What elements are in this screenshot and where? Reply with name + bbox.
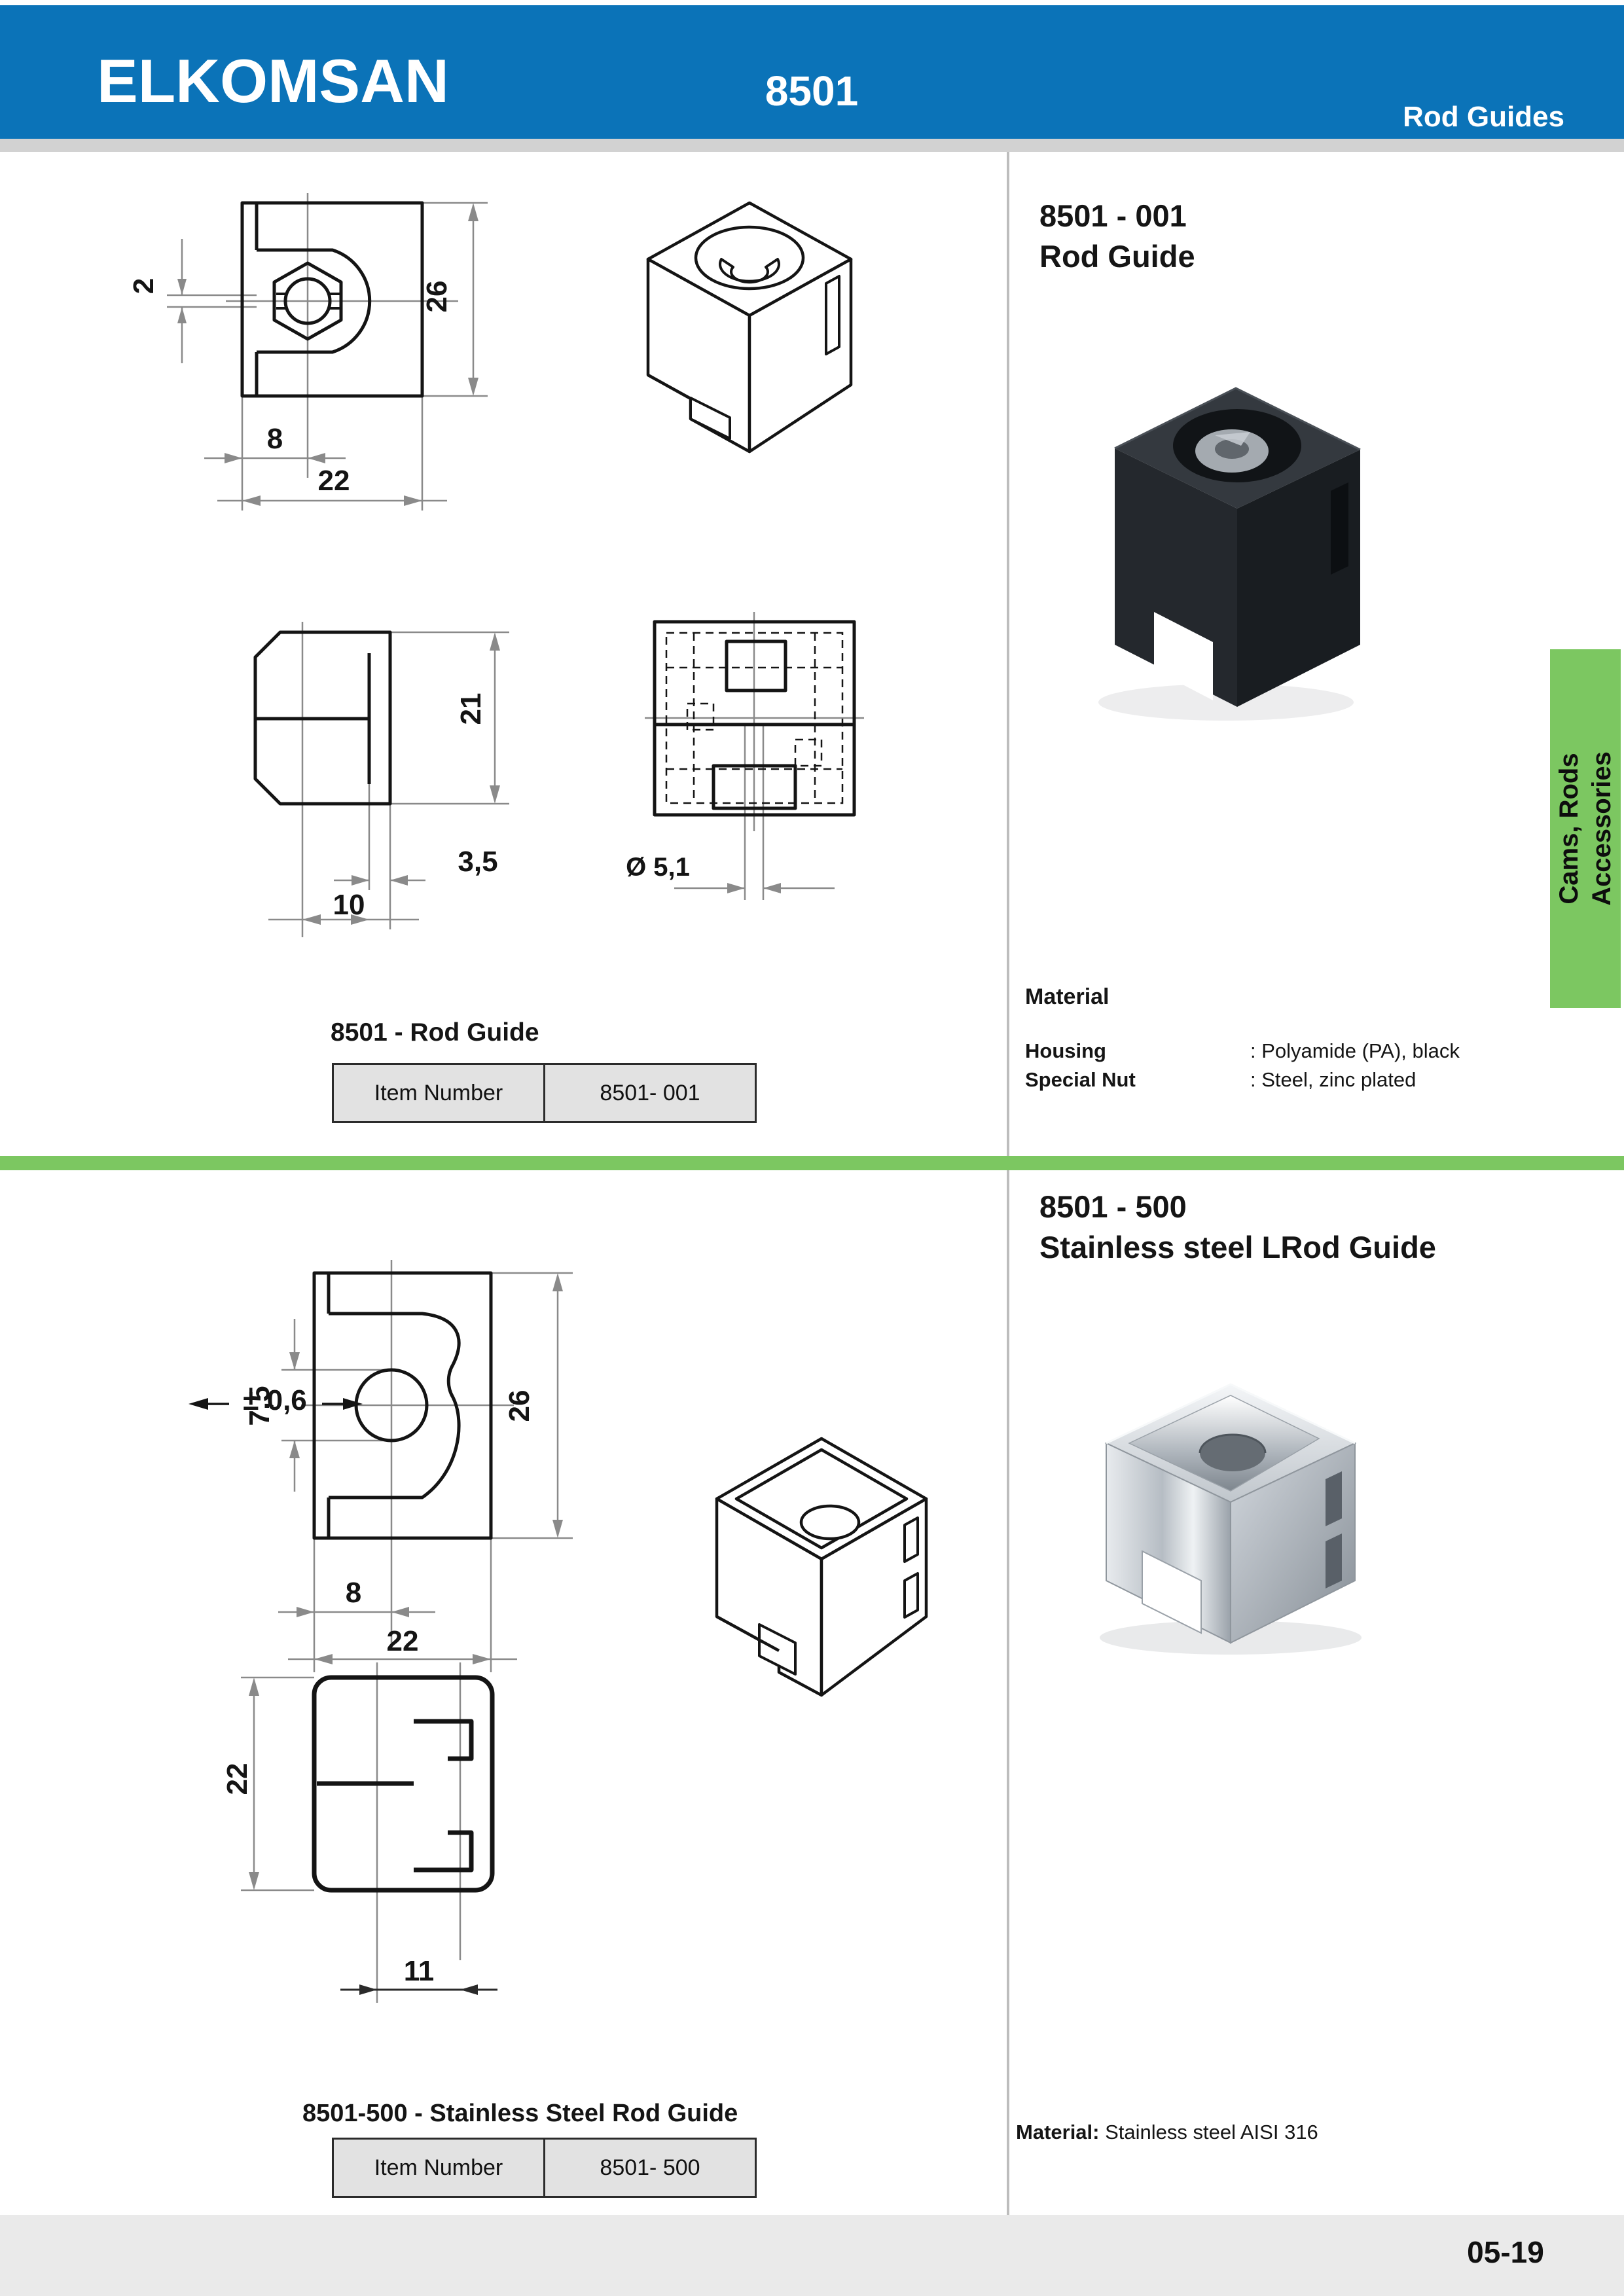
front-view-drawing-2 <box>189 1260 573 1672</box>
side-view-drawing <box>253 622 509 937</box>
dim-label-tolerance: ± 0,6 <box>243 1384 307 1416</box>
dim-label-21: 21 <box>455 692 487 725</box>
iso-view-8501-001 <box>609 175 890 476</box>
product-title-code-top: 8501 - 001 <box>1039 198 1187 233</box>
dim-label-22: 22 <box>317 465 350 497</box>
material-heading: Material <box>1025 984 1110 1009</box>
caption-8501-500: 8501-500 - Stainless Steel Rod Guide <box>302 2100 738 2127</box>
product-title-name-top: Rod Guide <box>1039 239 1195 274</box>
material-row-nut-label: Special Nut <box>1025 1068 1136 1091</box>
product-photo-8501-500 <box>1083 1355 1398 1662</box>
category-line1: Cams, Rods <box>1555 753 1583 905</box>
dim-label-11: 11 <box>403 1955 435 1987</box>
brand-logo: ELKOMSAN <box>97 46 449 115</box>
material-label-bottom: Material: <box>1016 2121 1100 2144</box>
iso-view-8501-500 <box>674 1394 969 1751</box>
item-table-8501-500: Item Number 8501- 500 <box>332 2138 757 2198</box>
iso-view-drawing-2 <box>715 1437 928 1697</box>
caption-8501-rod-guide: 8501 - Rod Guide <box>331 1018 539 1047</box>
front-view-drawing <box>167 193 488 511</box>
material-row-nut-value: : Steel, zinc plated <box>1250 1068 1416 1091</box>
steel-rod-guide-render <box>1100 1383 1362 1655</box>
dim-label-10: 10 <box>333 889 365 921</box>
item-number-value: 8501- 001 <box>543 1065 755 1121</box>
section-divider-bar <box>0 1156 1624 1170</box>
header-section-title: Rod Guides <box>1403 101 1564 133</box>
item-number-value-2: 8501- 500 <box>543 2140 755 2196</box>
category-side-tab: Cams, Rods Accessories <box>1550 649 1621 1008</box>
iso-view-drawing <box>646 201 853 454</box>
bottom-view-8501-500: 22 11 <box>209 1659 576 2026</box>
dim-label-22-front: 22 <box>386 1625 419 1657</box>
product-photo-8501-001 <box>1092 370 1383 730</box>
dim-label-2: 2 <box>128 278 160 295</box>
black-rod-guide-render <box>1098 387 1361 721</box>
material-row-housing-label: Housing <box>1025 1039 1106 1062</box>
side-view-8501-001: 21 3,5 10 <box>229 615 511 942</box>
rear-view-drawing <box>645 612 864 900</box>
dim-label-3-5: 3,5 <box>458 846 498 878</box>
header-bar: ELKOMSAN 8501 Rod Guides <box>0 5 1624 139</box>
item-number-label-2: Item Number <box>374 2155 503 2180</box>
dim-label-26-bottom: 26 <box>503 1390 535 1422</box>
front-view-8501-500: ± 0,6 7,5 26 8 22 <box>92 1240 602 1757</box>
dim-label-22-bottomview: 22 <box>221 1763 253 1795</box>
product-title-code-bottom: 8501 - 500 <box>1039 1189 1187 1224</box>
dim-label-diameter-5-1: Ø 5,1 <box>626 853 690 882</box>
dim-label-8: 8 <box>266 423 283 455</box>
bottom-view-drawing <box>241 1662 497 2003</box>
header-divider-strip <box>0 139 1624 152</box>
page-number: 05-19 <box>1467 2235 1544 2269</box>
item-number-label: Item Number <box>374 1080 503 1105</box>
rear-view-8501-001: Ø 5,1 <box>602 612 910 926</box>
dim-label-26: 26 <box>421 280 453 313</box>
header-part-number: 8501 <box>765 67 859 115</box>
product-title-name-bottom: Stainless steel LRod Guide <box>1039 1230 1436 1265</box>
category-side-tab-text: Cams, Rods Accessories <box>1550 649 1621 1008</box>
item-table-8501-001: Item Number 8501- 001 <box>332 1063 757 1123</box>
material-value-bottom: Stainless steel AISI 316 <box>1099 2121 1318 2144</box>
column-divider-top <box>1007 152 1009 1156</box>
dim-label-7-5: 7,5 <box>244 1386 276 1426</box>
material-line-bottom: Material: Stainless steel AISI 316 <box>1016 2121 1318 2144</box>
footer-bar <box>0 2215 1624 2296</box>
dim-label-8-bottom: 8 <box>345 1577 362 1609</box>
material-row-housing-value: : Polyamide (PA), black <box>1250 1039 1460 1062</box>
front-view-8501-001: 2 26 8 22 <box>105 170 524 524</box>
category-line2: Accessories <box>1587 751 1616 906</box>
column-divider-bottom <box>1007 1170 1009 2215</box>
